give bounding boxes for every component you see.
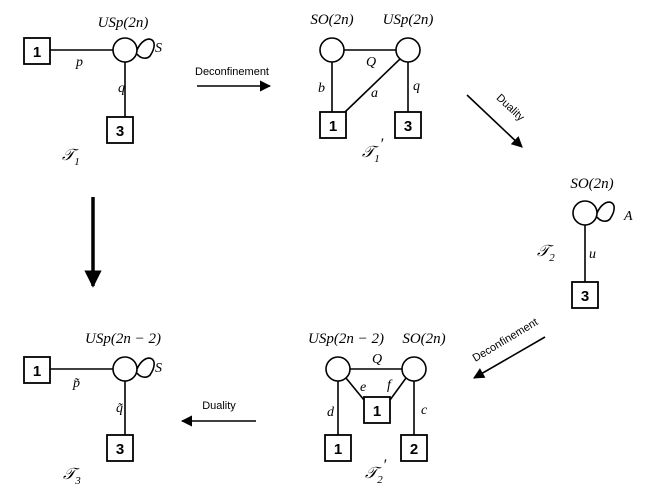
flavor-box-1 [23, 356, 51, 384]
field-label: Q [366, 55, 376, 70]
theory-label: 𝒯3 [63, 466, 81, 487]
arrow-deconfinement-1: Deconfinement [195, 66, 272, 92]
theory-label: 𝒯2′ [365, 457, 387, 486]
flavor-label: 1 [334, 441, 342, 458]
self-loop-A [596, 201, 615, 222]
self-loop-S [136, 38, 155, 59]
gauge-node-so [572, 200, 598, 226]
field-label: e [360, 380, 366, 395]
theory-label: 𝒯1′ [362, 136, 384, 165]
flavor-box-3 [106, 116, 134, 144]
field-label: d [327, 405, 335, 420]
group-label: SO(2n) [310, 12, 353, 28]
arrow-deconfinement-2: Deconfinement [471, 316, 546, 379]
flavor-label: 3 [116, 441, 124, 458]
flavor-box-1 [23, 37, 51, 65]
field-label: c [421, 403, 428, 418]
field-label: Q [372, 352, 382, 367]
group-label: SO(2n) [570, 176, 613, 192]
gauge-node-usp [395, 37, 421, 63]
group-label: USp(2n − 2) [85, 331, 161, 347]
flavor-box-3 [394, 111, 422, 139]
flavor-box-3 [106, 434, 134, 462]
field-label: b [318, 81, 325, 96]
arrow-duality-2: Duality [180, 400, 256, 427]
group-label: USp(2n − 2) [308, 331, 384, 347]
arrow-line [466, 94, 523, 148]
flavor-box-1 [324, 434, 352, 462]
edge-a [344, 58, 401, 113]
arrow-duality-1: Duality [466, 92, 527, 148]
quiver-t1: 1 3 USp(2n) S p q 𝒯1 [23, 15, 162, 168]
flavor-label: 3 [404, 118, 412, 135]
flavor-box-1 [363, 396, 391, 424]
arrow-label: Duality [494, 92, 527, 124]
arrow-line [473, 336, 546, 379]
flavor-label: 1 [373, 403, 381, 420]
gauge-node-usp [112, 356, 138, 382]
flavor-box-1 [319, 111, 347, 139]
flavor-label: 3 [116, 123, 124, 140]
gauge-node-usp [325, 356, 351, 382]
flavor-label: 1 [329, 118, 337, 135]
quiver-t1-prime: 1 3 SO(2n) USp(2n) Q b a q 𝒯1′ [310, 12, 433, 165]
group-label: USp(2n) [98, 15, 149, 31]
gauge-node-usp [112, 37, 138, 63]
gauge-node-so [401, 356, 427, 382]
arrow-label: Duality [202, 400, 236, 412]
group-label: USp(2n) [383, 12, 434, 28]
theory-label: 𝒯1 [62, 147, 80, 168]
edge-f [389, 377, 407, 401]
flavor-label: 1 [33, 44, 41, 61]
field-label: a [371, 86, 378, 101]
field-label: q [118, 81, 125, 96]
field-label: p̃ [72, 376, 80, 391]
arrow-label: Deconfinement [471, 316, 541, 364]
field-label: p [75, 55, 83, 70]
flavor-label: 1 [33, 363, 41, 380]
theory-label: 𝒯2 [537, 243, 555, 264]
field-label: f [387, 378, 393, 393]
quiver-t3: 1 3 USp(2n − 2) S p̃ q̃ 𝒯3 [23, 331, 162, 487]
field-label: S [155, 41, 162, 56]
arrow-label: Deconfinement [195, 66, 269, 78]
flavor-label: 3 [581, 288, 589, 305]
gauge-node-so [319, 37, 345, 63]
field-label: A [623, 209, 633, 224]
field-label: q [413, 79, 420, 94]
quiver-t2: 3 SO(2n) A u 𝒯2 [537, 176, 633, 309]
field-label: S [155, 361, 162, 376]
group-label: SO(2n) [402, 331, 445, 347]
edge-e [345, 377, 365, 401]
field-label: q̃ [116, 401, 123, 416]
field-label: u [589, 247, 596, 262]
flavor-label: 2 [410, 441, 418, 458]
self-loop-S [136, 357, 155, 378]
flavor-box-2 [400, 434, 428, 462]
quiver-t2-prime: 1 1 2 USp(2n − 2) SO(2n) Q e f d c 𝒯2′ [308, 331, 446, 486]
flavor-box-3 [571, 281, 599, 309]
